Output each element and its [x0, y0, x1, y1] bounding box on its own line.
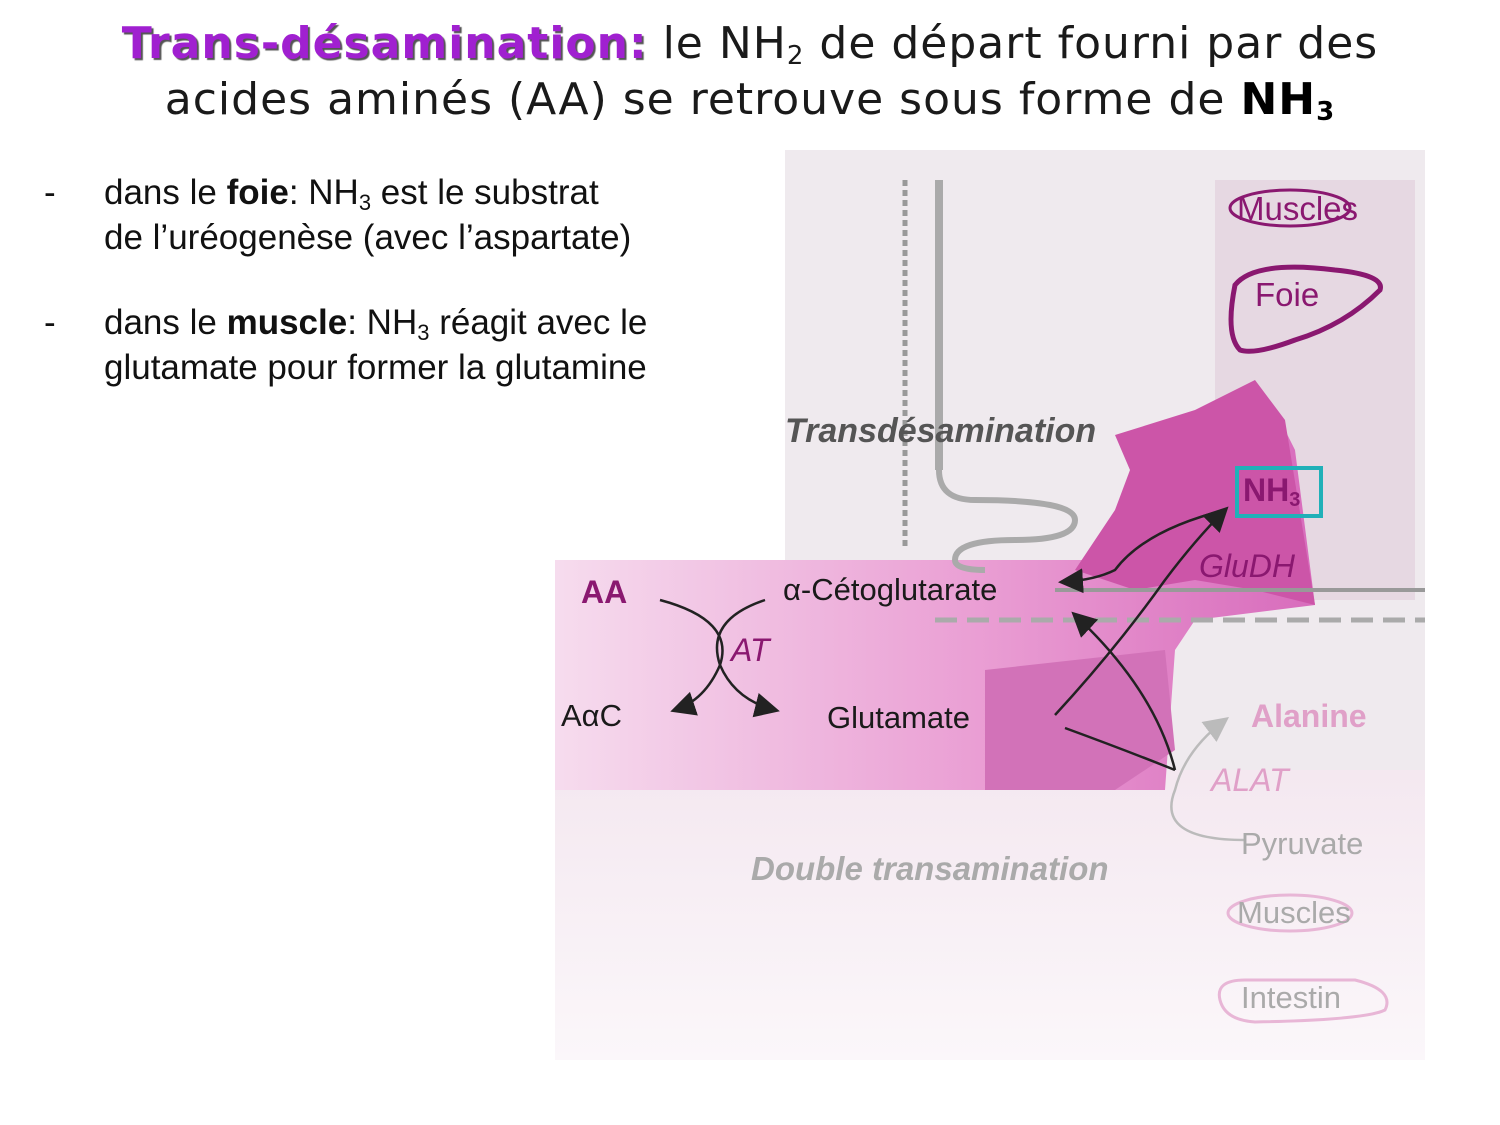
bullet-text: dans le muscle: NH3 réagit avec le gluta…: [104, 300, 804, 390]
label-muscles-top: Muscles: [1237, 190, 1359, 227]
bullet-text-post: est le substrat: [371, 173, 599, 212]
label-glutamate: Glutamate: [827, 700, 971, 735]
intestin-outline: [1217, 978, 1389, 1024]
bullet-text-bold: foie: [226, 173, 289, 212]
title-line2-bold: NH: [1240, 74, 1317, 125]
bullet-text-line2: de l’uréogenèse (avec l’aspartate): [104, 218, 632, 257]
label-foie: Foie: [1255, 276, 1320, 313]
alat-arc: [1170, 716, 1246, 842]
title-line1-post: de départ fourni par des: [804, 18, 1379, 69]
bullet-dash: -: [44, 173, 56, 212]
title-line-2: acides aminés (AA) se retrouve sous form…: [20, 72, 1480, 128]
bullet-text: dans le foie: NH3 est le substrat de l’u…: [104, 170, 804, 260]
title-line1-sub: 2: [786, 41, 805, 71]
metabolic-diagram: Muscles Foie Transdésamination NH3 GluDH…: [555, 150, 1435, 1070]
bullet-text-mid: : NH: [347, 303, 418, 342]
label-transdesamination: Transdésamination: [785, 412, 1097, 450]
bullet-text-pre: dans le: [104, 173, 227, 212]
label-alpha-cetoglutarate: α-Cétoglutarate: [783, 572, 998, 607]
bullet-text-sub: 3: [358, 190, 372, 215]
at-arrow-right: [715, 598, 780, 718]
bullet-text-sub: 3: [417, 320, 430, 345]
nh3-highlight-box: [1235, 466, 1323, 518]
label-alanine: Alanine: [1251, 698, 1367, 734]
label-aa: AA: [581, 574, 628, 610]
bullet-text-pre: dans le: [104, 303, 227, 342]
title-line2-pre: acides aminés (AA) se retrouve sous form…: [164, 74, 1241, 125]
title-line2-sub: 3: [1316, 97, 1336, 127]
title-line-1: Trans-désamination: le NH2 de départ fou…: [20, 16, 1480, 72]
nh3-text: NH: [1243, 472, 1290, 508]
foie-outline: [1228, 264, 1383, 354]
nh3-sub: 3: [1289, 489, 1301, 511]
label-aac: AαC: [561, 698, 622, 733]
muscles-top-outline: [1228, 188, 1352, 228]
label-double-transamination: Double transamination: [751, 850, 1109, 887]
magenta-tail: [985, 650, 1175, 790]
title-highlight: Trans-désamination:: [121, 18, 648, 69]
label-at: AT: [731, 632, 770, 668]
muscles-bottom-outline: [1226, 893, 1354, 933]
title-line1-pre: le NH: [647, 18, 787, 69]
bullet-text-line2: glutamate pour former la glutamine: [104, 348, 647, 387]
glu-to-ceto-arrow: [1071, 611, 1177, 771]
label-intestin: Intestin: [1241, 980, 1341, 1015]
bullet-text-post: réagit avec le: [429, 303, 648, 342]
label-pyruvate: Pyruvate: [1241, 826, 1364, 861]
faded-region: [555, 770, 1425, 1060]
label-nh3: NH3: [1243, 472, 1301, 511]
gludh-arrow-left: [1058, 508, 1226, 594]
bullet-dash: -: [44, 303, 56, 342]
label-gludh: GluDH: [1199, 548, 1296, 584]
diagram-graphics: [555, 150, 1425, 1060]
gludh-arrow-up: [1054, 506, 1229, 716]
label-muscles-bottom: Muscles: [1237, 895, 1351, 930]
label-alat: ALAT: [1211, 762, 1289, 798]
glutamate-to-alanine-arrow: [1064, 726, 1176, 772]
bullet-text-mid: : NH: [288, 173, 359, 212]
bullet-text-bold: muscle: [226, 303, 348, 342]
curved-tube: [936, 469, 1079, 573]
slide-title: Trans-désamination: le NH2 de départ fou…: [20, 16, 1480, 128]
